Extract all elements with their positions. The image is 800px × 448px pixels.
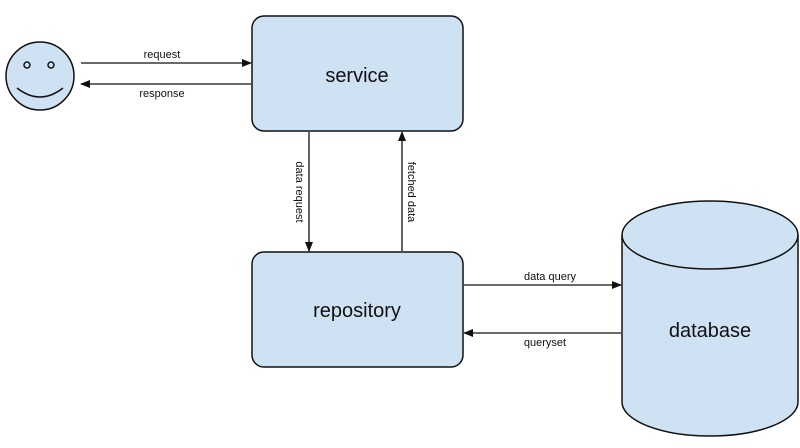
queryset-label: queryset [524,337,566,349]
data-query-edge: data query [464,271,622,289]
response-edge: response [80,80,251,100]
right-eye [47,61,55,69]
user-smiley-icon [5,41,75,111]
database-node: database [621,200,799,437]
database-body [621,235,799,437]
repository-label: repository [313,300,401,322]
request-label: request [144,49,181,61]
fetched-data-edge: fetched data [398,131,417,251]
request-edge: request [81,49,252,67]
face-outline [5,41,75,111]
service-box [251,15,464,132]
smile [16,87,64,98]
left-eye [23,61,31,69]
response-label: response [139,88,184,100]
data-query-label: data query [524,271,576,283]
data-request-label: data request [293,161,305,222]
service-label: service [325,65,388,87]
database-top [621,200,799,270]
data-request-edge: data request [293,132,313,252]
repository-node: repository [251,251,464,368]
fetched-data-label: fetched data [405,162,417,223]
repository-box [251,251,464,368]
queryset-edge: queryset [463,329,621,349]
database-label: database [669,320,751,342]
service-node: service [251,15,464,132]
